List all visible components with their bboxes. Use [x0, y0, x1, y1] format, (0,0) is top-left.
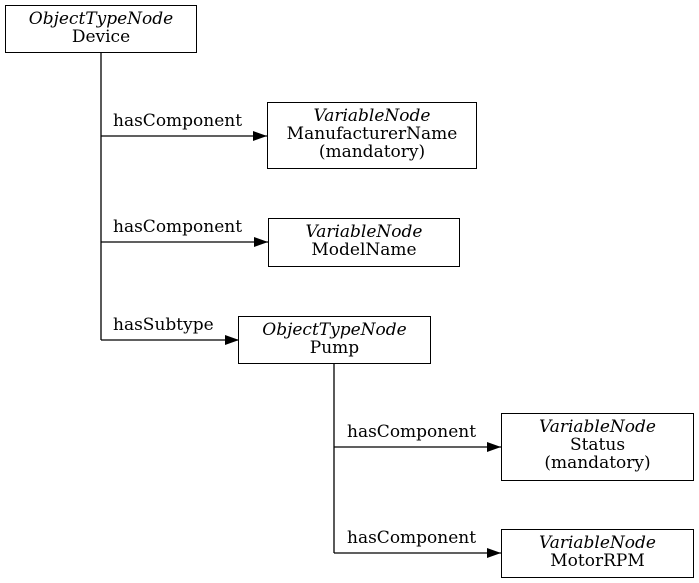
node-model-name-name: ModelName: [311, 240, 417, 260]
edge-label-pump-status: hasComponent: [347, 422, 477, 442]
edge-label-device-pump: hasSubtype: [113, 315, 214, 335]
node-motor-rpm[interactable]: VariableNode MotorRPM: [501, 529, 694, 578]
node-device[interactable]: ObjectTypeNode Device: [5, 5, 197, 53]
node-device-name: Device: [71, 27, 131, 47]
node-manufacturer-name-type: VariableNode: [313, 106, 431, 126]
node-status-type: VariableNode: [539, 417, 656, 437]
node-pump-type: ObjectTypeNode: [262, 320, 407, 340]
node-manufacturer-name-note: (mandatory): [318, 142, 426, 162]
node-motor-rpm-type: VariableNode: [539, 533, 656, 553]
edge-label-device-model: hasComponent: [113, 217, 243, 237]
edge-label-pump-motor: hasComponent: [347, 528, 477, 548]
node-status-note: (mandatory): [544, 453, 651, 473]
node-motor-rpm-name: MotorRPM: [550, 551, 645, 571]
node-pump-name: Pump: [309, 338, 360, 358]
node-pump[interactable]: ObjectTypeNode Pump: [238, 316, 431, 364]
node-device-type: ObjectTypeNode: [28, 9, 174, 29]
node-status-name: Status: [569, 435, 626, 455]
node-manufacturer-name[interactable]: VariableNode ManufacturerName (mandatory…: [267, 102, 477, 169]
edge-label-device-manufacturer: hasComponent: [113, 111, 243, 131]
node-status[interactable]: VariableNode Status (mandatory): [501, 413, 694, 481]
node-manufacturer-name-name: ManufacturerName: [286, 124, 458, 144]
node-model-name-type: VariableNode: [305, 222, 423, 242]
node-model-name[interactable]: VariableNode ModelName: [268, 218, 460, 267]
